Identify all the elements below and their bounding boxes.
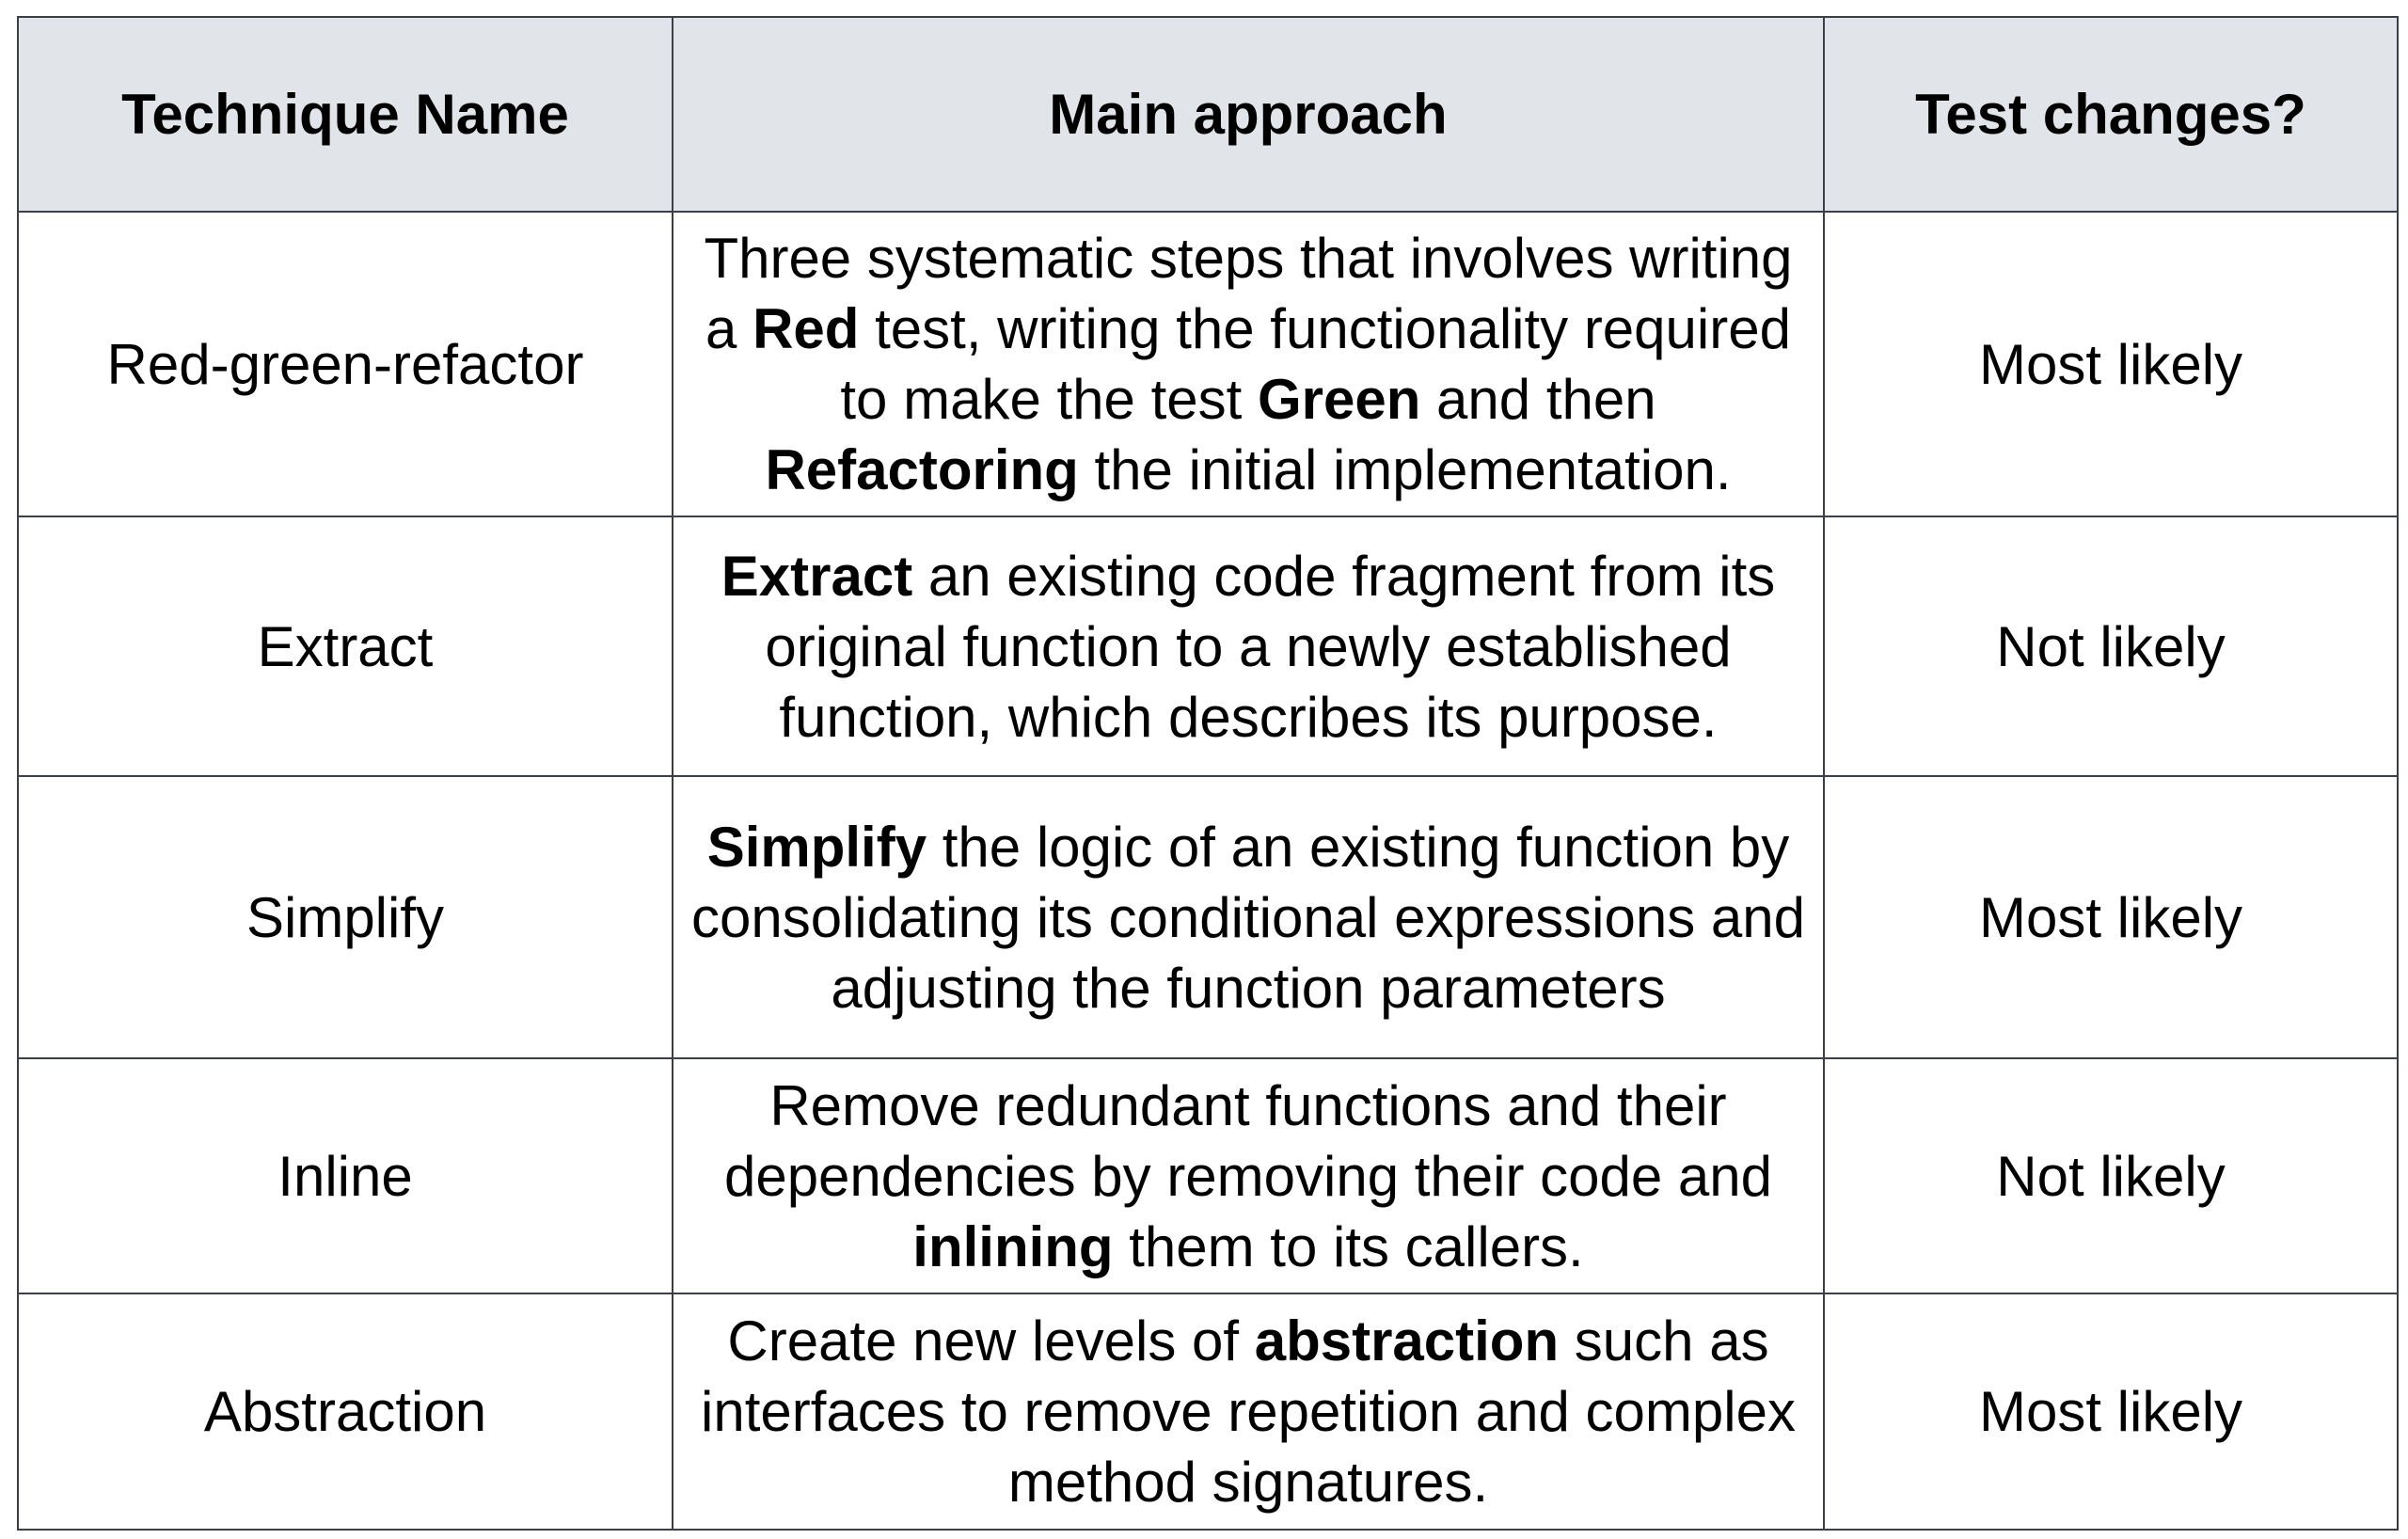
approach-text: test, writing the functionality required… xyxy=(840,297,1791,431)
approach-text: Remove redundant functions and their dep… xyxy=(723,1073,1773,1208)
technique-name-cell: Simplify xyxy=(17,775,673,1059)
main-approach-cell: Remove redundant functions and their dep… xyxy=(672,1057,1825,1294)
technique-name-cell: Inline xyxy=(17,1057,673,1294)
emphasized-term: abstraction xyxy=(1254,1309,1560,1372)
table-row: Extract Extract an existing code fragmen… xyxy=(17,516,2399,777)
technique-name-cell: Extract xyxy=(17,516,673,777)
test-changes-cell: Most likely xyxy=(1823,211,2399,517)
approach-text: an existing code fragment from its origi… xyxy=(765,544,1776,749)
test-changes-cell: Most likely xyxy=(1823,1293,2399,1531)
emphasized-term: Refactoring xyxy=(765,438,1079,501)
main-approach-cell: Simplify the logic of an existing functi… xyxy=(672,775,1825,1059)
approach-text: such as interfaces to remove repetition … xyxy=(701,1309,1796,1514)
test-changes-cell: Not likely xyxy=(1823,516,2399,777)
header-test-changes: Test changes? xyxy=(1823,16,2399,213)
approach-text: and then xyxy=(1420,368,1656,431)
table-header: Technique Name Main approach Test change… xyxy=(17,16,2399,213)
table-body: Red-green-refactor Three systematic step… xyxy=(17,211,2399,1531)
test-changes-cell: Not likely xyxy=(1823,1057,2399,1294)
main-approach-cell: Three systematic steps that involves wri… xyxy=(672,211,1825,517)
emphasized-term: inlining xyxy=(912,1214,1114,1278)
approach-text: Three systematic steps that involves wri… xyxy=(704,227,1793,360)
approach-text: the logic of an existing function by con… xyxy=(690,815,1806,1020)
approach-text: Create new levels of xyxy=(727,1309,1255,1372)
header-main-approach: Main approach xyxy=(672,16,1825,213)
main-approach-cell: Create new levels of abstraction such as… xyxy=(672,1293,1825,1531)
header-technique-name: Technique Name xyxy=(17,16,673,213)
emphasized-term: Simplify xyxy=(706,815,927,879)
technique-name-cell: Abstraction xyxy=(17,1293,673,1531)
table-row: Abstraction Create new levels of abstrac… xyxy=(17,1293,2399,1531)
emphasized-term: Extract xyxy=(721,544,913,608)
refactoring-techniques-table: Technique Name Main approach Test change… xyxy=(17,16,2399,1531)
table-row: Inline Remove redundant functions and th… xyxy=(17,1057,2399,1294)
emphasized-term: Green xyxy=(1257,368,1421,431)
header-row: Technique Name Main approach Test change… xyxy=(17,16,2399,213)
technique-name-cell: Red-green-refactor xyxy=(17,211,673,517)
emphasized-term: Red xyxy=(752,297,860,360)
main-approach-cell: Extract an existing code fragment from i… xyxy=(672,516,1825,777)
approach-text: the initial implementation. xyxy=(1078,438,1732,501)
table-row: Red-green-refactor Three systematic step… xyxy=(17,211,2399,517)
test-changes-cell: Most likely xyxy=(1823,775,2399,1059)
approach-text: them to its callers. xyxy=(1113,1214,1584,1278)
table-row: Simplify Simplify the logic of an existi… xyxy=(17,775,2399,1059)
